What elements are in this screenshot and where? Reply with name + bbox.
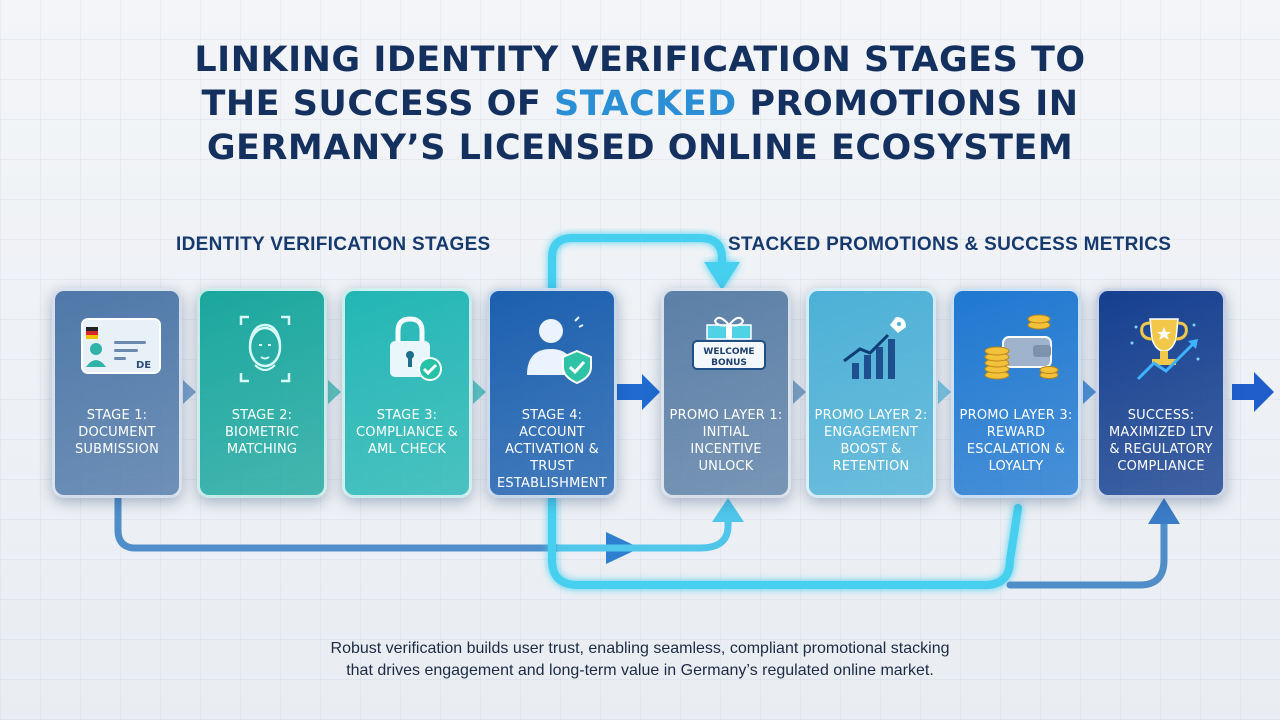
stage-card-compliance: STAGE 3: COMPLIANCE & AML CHECK — [342, 288, 472, 498]
connector-stage4-bottom-loop — [548, 494, 1022, 589]
footer-line-2: that drives engagement and long-term val… — [346, 662, 934, 679]
promo-card-success: SUCCESS: MAXIMIZED LTV & REGULATORY COMP… — [1096, 288, 1226, 498]
svg-text:BONUS: BONUS — [711, 358, 747, 368]
padlock-check-icon — [390, 316, 442, 381]
connector-promo1-arrowhead — [712, 498, 744, 522]
title-accent-word: STACKED — [554, 84, 737, 124]
face-scan-icon — [239, 315, 291, 383]
stage-card-document: DE STAGE 1: DOCUMENT SUBMISSION — [52, 288, 182, 498]
gift-icon: WELCOME BONUS — [692, 316, 766, 370]
connector-stage1-bottom — [114, 494, 616, 552]
connector-to-promo1-bottom — [556, 506, 732, 552]
stage-label: STAGE 4: ACCOUNT ACTIVATION & TRUST ESTA… — [496, 408, 607, 491]
connector-success-arrowhead — [1148, 498, 1180, 524]
section-label-promotions: STACKED PROMOTIONS & SUCCESS METRICS — [728, 234, 1172, 255]
stage-card-biometric: STAGE 2: BIOMETRIC MATCHING — [197, 288, 327, 498]
trophy-icon — [1130, 318, 1200, 381]
connector-to-success — [1006, 516, 1168, 589]
title-line-3: GERMANY’S LICENSED ONLINE ECOSYSTEM — [206, 128, 1074, 168]
promo-label: SUCCESS: MAXIMIZED LTV & REGULATORY COMP… — [1108, 408, 1214, 474]
title-line-2-start: THE SUCCESS OF — [201, 84, 555, 124]
stage-label: STAGE 2: BIOMETRIC MATCHING — [224, 408, 300, 457]
page-title: LINKING IDENTITY VERIFICATION STAGES TO … — [0, 38, 1280, 170]
growth-chart-rocket-icon — [843, 317, 906, 379]
stage-label: STAGE 3: COMPLIANCE & AML CHECK — [355, 408, 459, 457]
connector-stage4-top-loop — [548, 234, 726, 292]
wallet-coins-icon — [984, 314, 1059, 380]
promo-label: PROMO LAYER 1: INITIAL INCENTIVE UNLOCK — [669, 408, 783, 474]
footer-caption: Robust verification builds user trust, e… — [0, 638, 1280, 682]
promo-card-initial-incentive: WELCOME BONUS PROMO LAYER 1: INITIAL INC… — [661, 288, 791, 498]
promo-label: PROMO LAYER 2: ENGAGEMENT BOOST & RETENT… — [814, 408, 928, 474]
footer-line-1: Robust verification builds user trust, e… — [330, 640, 950, 657]
stage-label: STAGE 1: DOCUMENT SUBMISSION — [74, 408, 160, 457]
connector-top-loop-arrowhead — [704, 262, 740, 290]
title-line-1: LINKING IDENTITY VERIFICATION STAGES TO — [194, 40, 1086, 80]
title-line-2: THE SUCCESS OF STACKED PROMOTIONS IN — [0, 82, 1280, 126]
user-shield-icon — [527, 316, 592, 385]
chevron-arrows — [183, 372, 1274, 412]
country-code-badge: DE — [136, 360, 151, 371]
promo-card-reward: PROMO LAYER 3: REWARD ESCALATION & LOYAL… — [951, 288, 1081, 498]
promo-card-engagement: PROMO LAYER 2: ENGAGEMENT BOOST & RETENT… — [806, 288, 936, 498]
stage-card-activation: STAGE 4: ACCOUNT ACTIVATION & TRUST ESTA… — [487, 288, 617, 498]
id-card-icon: DE — [81, 318, 161, 374]
promo-label: PROMO LAYER 3: REWARD ESCALATION & LOYAL… — [959, 408, 1073, 474]
title-line-2-end: PROMOTIONS IN — [736, 84, 1079, 124]
section-label-verification: IDENTITY VERIFICATION STAGES — [176, 234, 491, 255]
welcome-bonus-badge: WELCOME — [703, 347, 754, 357]
